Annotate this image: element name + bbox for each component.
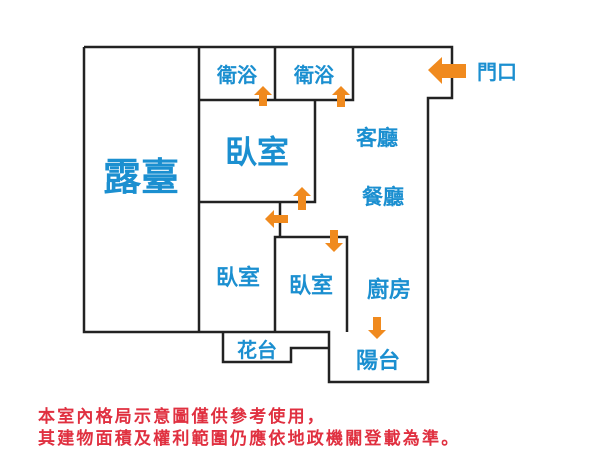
entrance-arrow-icon (428, 57, 466, 84)
master-bedroom-wall (199, 100, 317, 204)
arrow-down-icon (368, 317, 386, 339)
door-arrows (254, 57, 466, 339)
entrance-label: 門口 (477, 60, 517, 84)
outer-wall (82, 45, 454, 384)
arrow-up-icon (332, 86, 350, 107)
room-label-bedroom: 臥室 (216, 265, 260, 291)
arrow-up-icon (293, 187, 311, 210)
middle-bedroom-wall (273, 235, 349, 332)
disclaimer-line-1: 本室內格局示意圖僅供參考使用， (38, 407, 326, 427)
arrow-up-icon (254, 86, 272, 106)
room-label-bedroom: 臥室 (289, 273, 333, 299)
room-label-bath: 衛浴 (216, 63, 258, 87)
flower-bed-wall (221, 332, 329, 364)
room-label-master-bedroom: 臥室 (225, 133, 289, 171)
disclaimer-line-2: 其建物面積及權利範圍仍應依地政機關登載為準。 (38, 429, 461, 449)
room-label-bath: 衛浴 (293, 63, 335, 87)
room-label-terrace: 露臺 (103, 155, 179, 199)
room-label-living-room: 客廳 (356, 126, 398, 150)
room-label-kitchen: 廚房 (367, 277, 411, 303)
room-label-balcony: 陽台 (356, 348, 400, 374)
bath-walls (199, 47, 355, 102)
arrow-left-icon (265, 210, 288, 228)
arrow-down-icon (325, 230, 343, 252)
walls (82, 45, 454, 384)
room-label-flower-bed: 花台 (237, 338, 277, 362)
room-label-dining-room: 餐廳 (362, 185, 404, 209)
